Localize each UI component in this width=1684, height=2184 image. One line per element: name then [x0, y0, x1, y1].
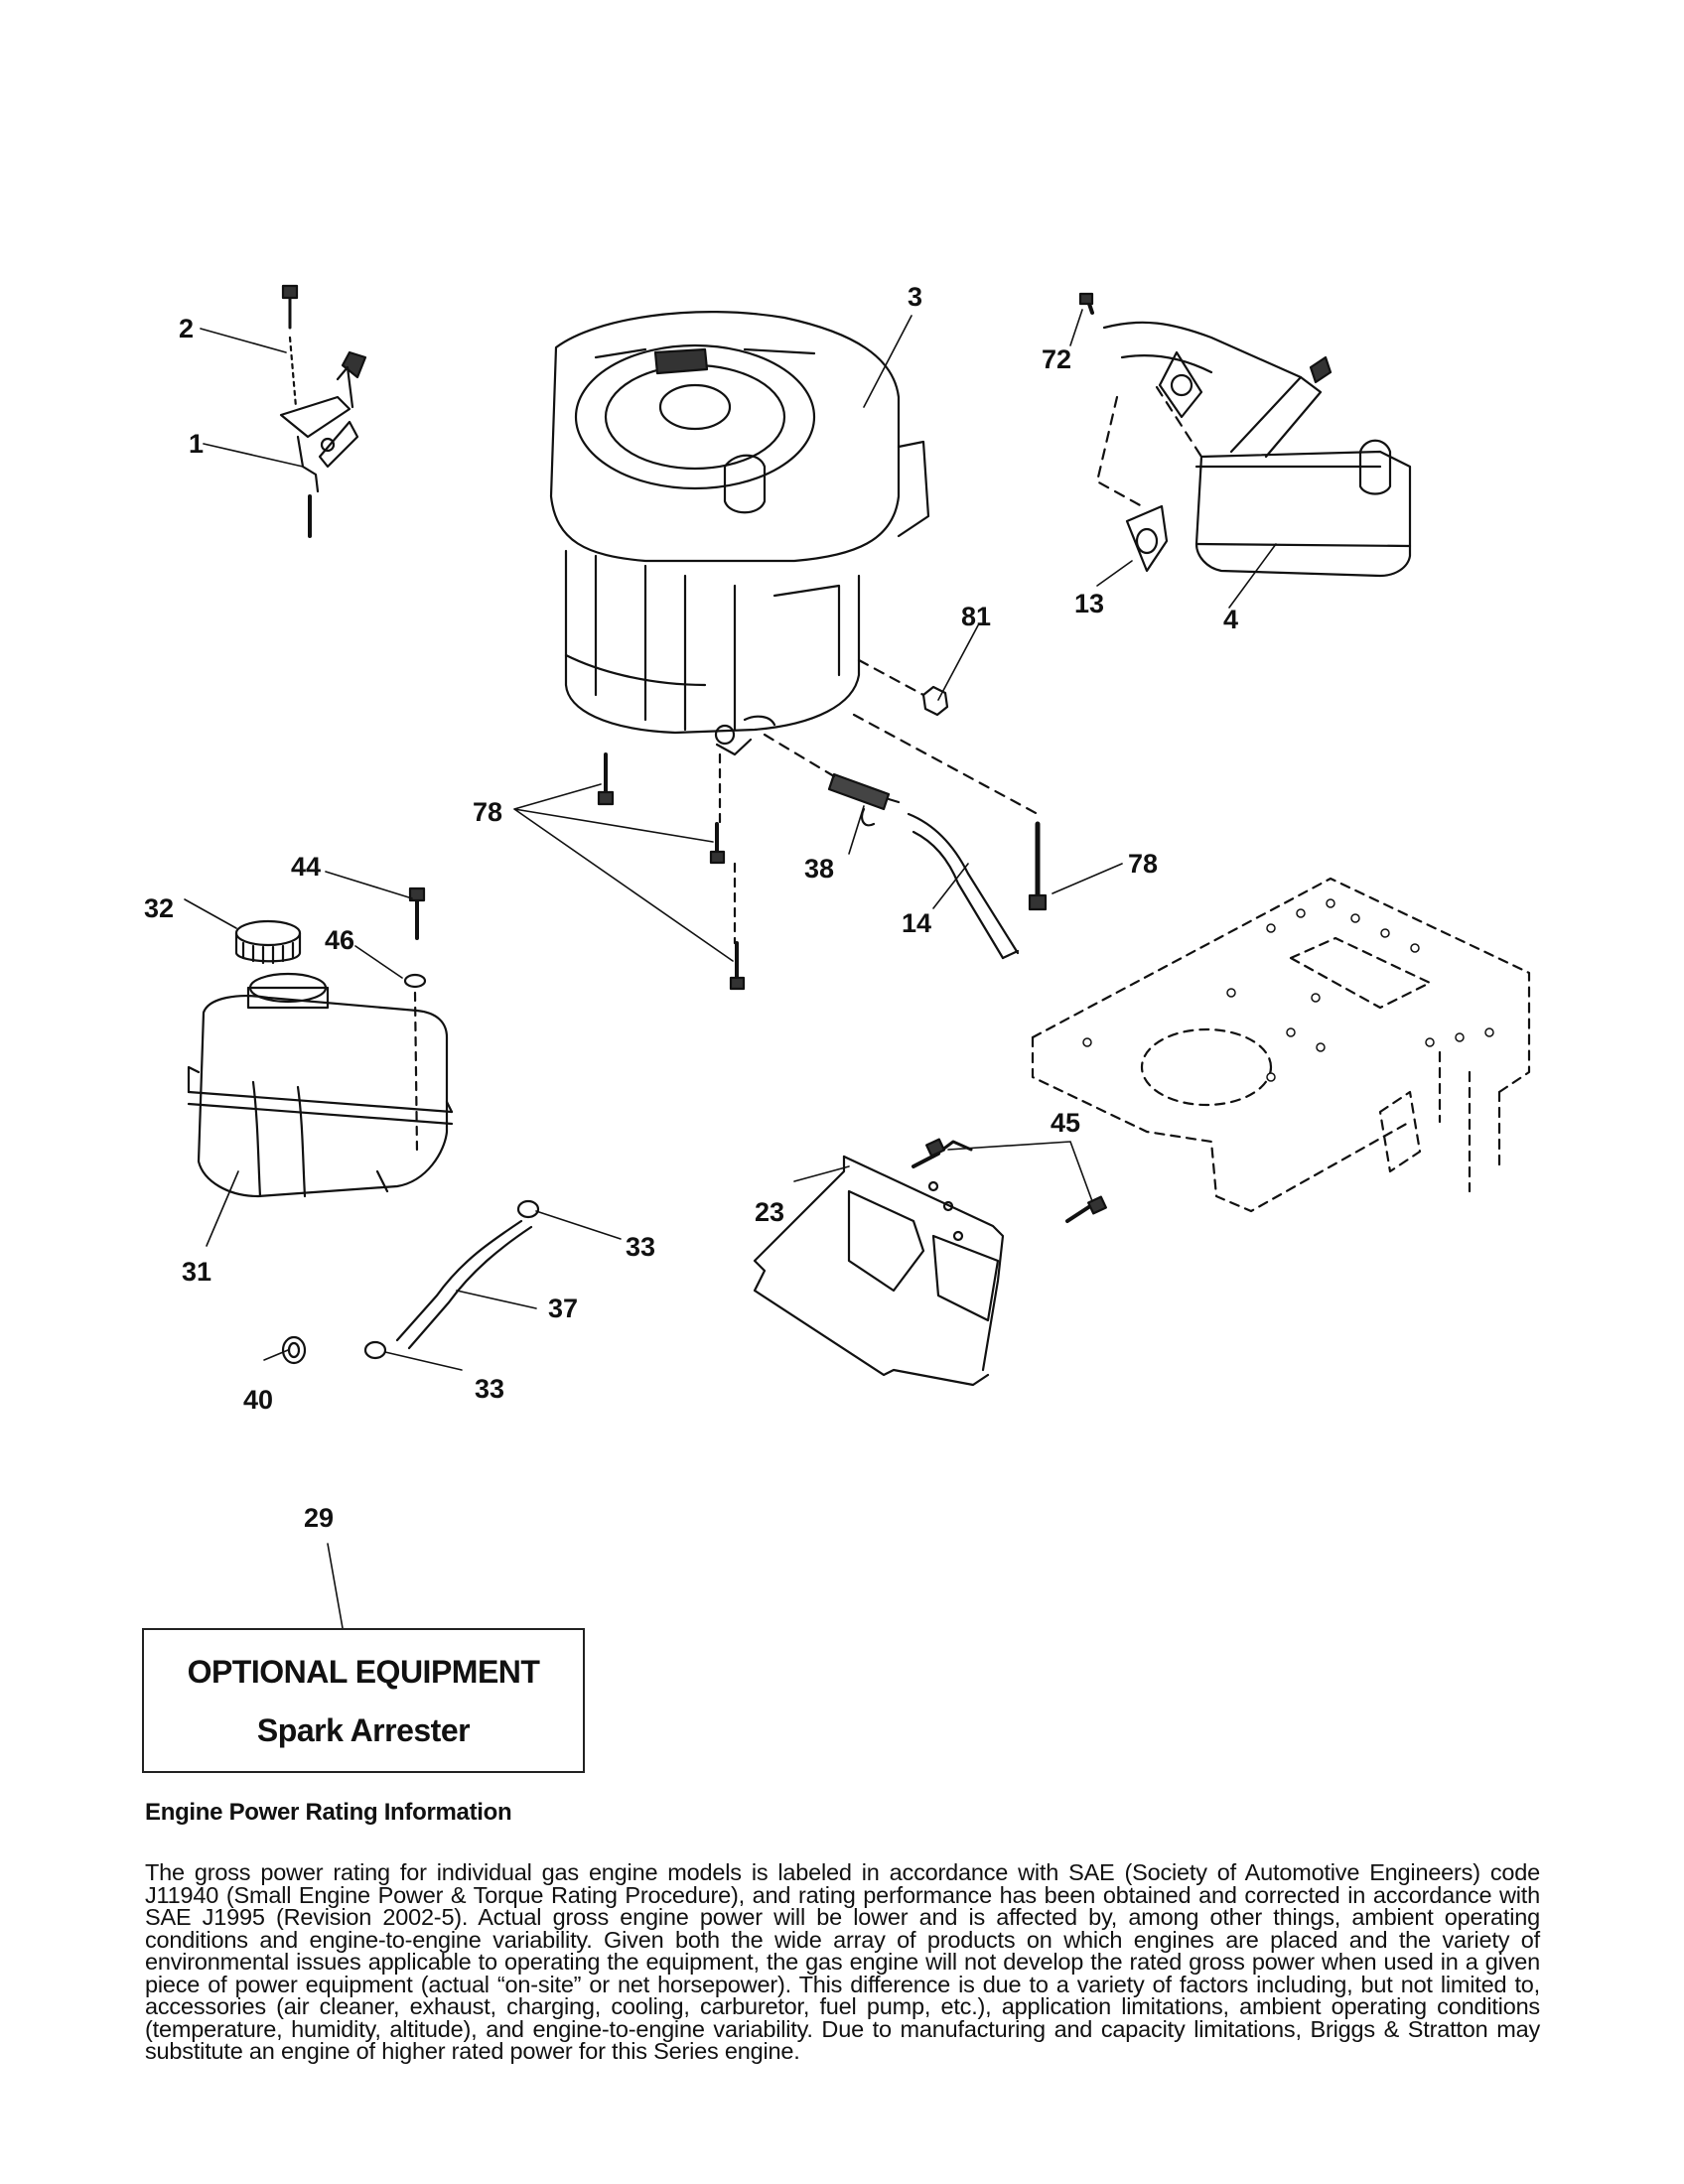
- fuel-hose-part-14: [907, 812, 1020, 960]
- callout-78-right: 78: [1128, 849, 1158, 879]
- callout-81: 81: [961, 602, 991, 631]
- fuel-cap-part-32: [234, 919, 302, 965]
- callout-33-lower: 33: [475, 1374, 504, 1404]
- throttle-control-part: [279, 284, 367, 538]
- parts-diagram: 2 1 3 72 13 4 81 78 78 38 14 44 32 46 31…: [144, 282, 1531, 1628]
- nut-part-81: [857, 658, 949, 717]
- fuel-line-part-37: [281, 1199, 540, 1365]
- bolt-parts-78: [597, 713, 1048, 991]
- muffler-part: [1078, 292, 1412, 578]
- power-rating-paragraph: The gross power rating for individual ga…: [145, 1859, 1540, 2064]
- callout-45: 45: [1051, 1108, 1080, 1138]
- callout-44: 44: [291, 852, 321, 882]
- callout-32: 32: [144, 893, 174, 923]
- callout-78-left: 78: [473, 797, 502, 827]
- leader-lines: [184, 309, 1277, 1628]
- callout-14: 14: [902, 908, 931, 938]
- callout-3: 3: [908, 282, 922, 312]
- callout-38: 38: [804, 854, 834, 884]
- callout-37: 37: [548, 1294, 578, 1323]
- callout-29: 29: [304, 1503, 334, 1533]
- callout-31: 31: [182, 1257, 211, 1287]
- optional-equipment-box: OPTIONAL EQUIPMENT Spark Arrester: [142, 1628, 585, 1773]
- engine-part: [549, 311, 930, 756]
- callout-1: 1: [189, 429, 204, 459]
- callout-46: 46: [325, 925, 354, 955]
- callout-13: 13: [1074, 589, 1104, 618]
- fuel-filter-part: [763, 733, 901, 827]
- screw-part-44: [403, 887, 427, 1154]
- bracket-plate-part-23: [753, 1138, 1107, 1387]
- fuel-tank-part-31: [187, 972, 454, 1198]
- frame-part: [1031, 877, 1531, 1213]
- callout-33-upper: 33: [626, 1232, 655, 1262]
- callout-4: 4: [1223, 605, 1238, 634]
- callout-40: 40: [243, 1385, 273, 1415]
- callout-72: 72: [1042, 344, 1071, 374]
- callout-2: 2: [179, 314, 194, 343]
- section-heading: Engine Power Rating Information: [145, 1799, 512, 1826]
- optional-equipment-title: OPTIONAL EQUIPMENT: [187, 1654, 540, 1690]
- callout-23: 23: [755, 1197, 784, 1227]
- spark-arrester-label: Spark Arrester: [256, 1712, 471, 1748]
